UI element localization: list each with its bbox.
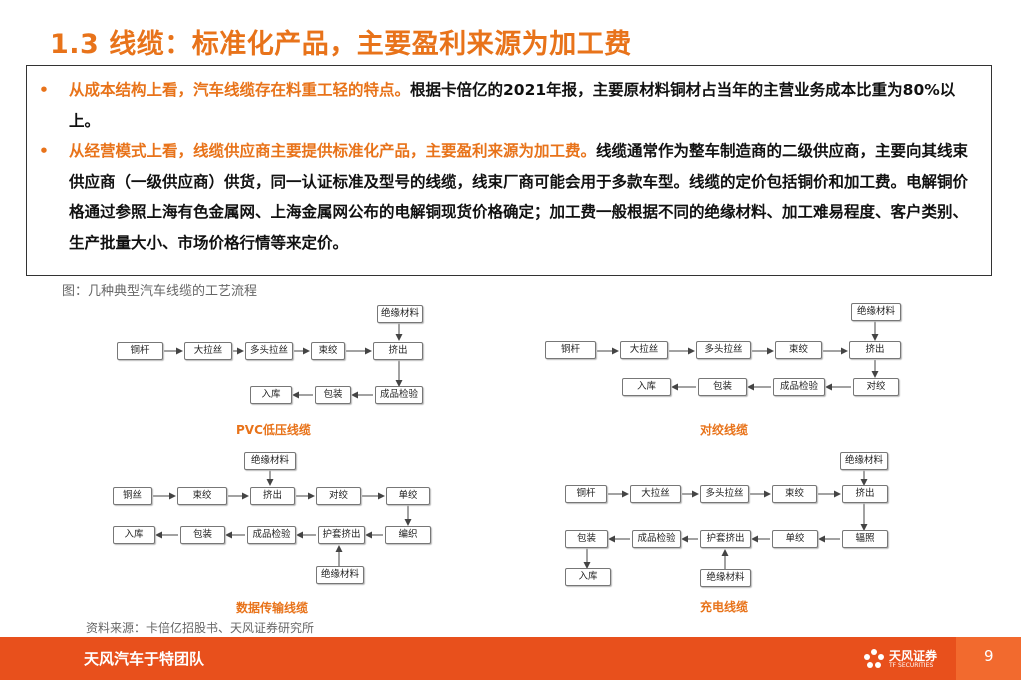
charging-step-rough-drawing: 大拉丝 xyxy=(630,485,681,503)
bullet-body: 根据卡倍亿的2021年报，主要原材料铜材占当年的主营业务成本比重为80%以上。 xyxy=(69,81,956,130)
data-step-packing: 包装 xyxy=(180,526,225,544)
pvc-step-insulation-material: 绝缘材料 xyxy=(377,305,423,323)
charging-step-irradiation: 辐照 xyxy=(842,530,888,548)
charging-step-insulation-material-bottom: 绝缘材料 xyxy=(700,569,751,587)
charging-step-warehousing: 入库 xyxy=(565,568,611,586)
data-step-bunching: 束绞 xyxy=(177,487,227,505)
twisted-step-multi-wire-drawing: 多头拉丝 xyxy=(696,341,751,359)
bullet-marker: • xyxy=(39,81,49,99)
pvc-step-inspection: 成品检验 xyxy=(375,386,423,404)
pinwheel-logo-icon xyxy=(864,649,884,668)
charging-diagram-label: 充电线缆 xyxy=(700,600,749,614)
twisted-step-rough-drawing: 大拉丝 xyxy=(620,341,668,359)
page-number: 9 xyxy=(984,647,994,665)
bullet-highlight: 从经营模式上看，线缆供应商主要提供标准化产品，主要盈利来源为加工费。 xyxy=(69,142,597,160)
charging-step-extrusion: 挤出 xyxy=(842,485,888,503)
twisted-diagram-label: 对绞线缆 xyxy=(700,423,749,437)
twisted-step-copper-rod: 铜杆 xyxy=(545,341,596,359)
twisted-step-warehousing: 入库 xyxy=(622,378,671,396)
data-step-jacket-extrusion: 护套挤出 xyxy=(318,526,365,544)
twisted-step-extrusion: 挤出 xyxy=(849,341,901,359)
pvc-step-rough-drawing: 大拉丝 xyxy=(184,342,232,360)
pvc-step-copper-rod: 铜杆 xyxy=(117,342,163,360)
pvc-step-extrusion: 挤出 xyxy=(373,342,423,360)
data-step-single-twist: 单绞 xyxy=(386,487,430,505)
figure-caption: 图：几种典型汽车线缆的工艺流程 xyxy=(62,284,258,299)
data-diagram-label: 数据传输线缆 xyxy=(236,601,309,615)
charging-step-packing: 包装 xyxy=(565,530,608,548)
data-step-insulation-material-bottom: 绝缘材料 xyxy=(316,566,364,584)
footer-team-name: 天风汽车于特团队 xyxy=(84,650,205,668)
logo-chinese-name: 天风证券 xyxy=(889,649,938,663)
charging-step-bunching: 束绞 xyxy=(772,485,817,503)
source-note: 资料来源：卡倍亿招股书、天风证券研究所 xyxy=(86,621,315,635)
charging-step-copper-rod: 铜杆 xyxy=(565,485,607,503)
company-logo: 天风证券 TF SECURITIES xyxy=(862,645,942,673)
charging-step-insulation-material-top: 绝缘材料 xyxy=(840,452,888,470)
data-step-braiding: 编织 xyxy=(385,526,431,544)
data-step-pair-twisting: 对绞 xyxy=(316,487,361,505)
data-step-copper-wire: 铜丝 xyxy=(113,487,152,505)
twisted-step-inspection: 成品检验 xyxy=(773,378,825,396)
logo-english-name: TF SECURITIES xyxy=(889,662,934,669)
page-number-block xyxy=(956,637,1021,680)
twisted-step-insulation-material: 绝缘材料 xyxy=(851,303,901,321)
pvc-step-multi-wire-drawing: 多头拉丝 xyxy=(245,342,293,360)
data-step-insulation-material-top: 绝缘材料 xyxy=(244,452,296,470)
data-step-warehousing: 入库 xyxy=(113,526,155,544)
charging-step-single-twist: 单绞 xyxy=(772,530,818,548)
bullet-highlight: 从成本结构上看，汽车线缆存在料重工轻的特点。 xyxy=(69,81,411,99)
pvc-step-warehousing: 入库 xyxy=(250,386,292,404)
summary-bullet-2: • 从经营模式上看，线缆供应商主要提供标准化产品，主要盈利来源为加工费。线缆通常… xyxy=(39,136,981,258)
data-step-extrusion: 挤出 xyxy=(250,487,295,505)
charging-step-jacket-extrusion: 护套挤出 xyxy=(700,530,751,548)
twisted-step-packing: 包装 xyxy=(698,378,747,396)
bullet-marker: • xyxy=(39,142,49,160)
footer-bar: 天风汽车于特团队 天风证券 TF SECURITIES 9 xyxy=(0,637,1021,680)
page-title: 1.3 线缆：标准化产品，主要盈利来源为加工费 xyxy=(50,29,632,60)
charging-step-inspection: 成品检验 xyxy=(632,530,681,548)
summary-box: • 从成本结构上看，汽车线缆存在料重工轻的特点。根据卡倍亿的2021年报，主要原… xyxy=(26,65,992,276)
twisted-step-pair-twisting: 对绞 xyxy=(853,378,899,396)
charging-step-multi-wire-drawing: 多头拉丝 xyxy=(700,485,749,503)
pvc-step-packing: 包装 xyxy=(315,386,351,404)
twisted-step-bunching: 束绞 xyxy=(775,341,822,359)
data-step-inspection: 成品检验 xyxy=(247,526,296,544)
summary-bullet-1: • 从成本结构上看，汽车线缆存在料重工轻的特点。根据卡倍亿的2021年报，主要原… xyxy=(39,75,981,136)
bullet-body: 线缆通常作为整车制造商的二级供应商，主要向其线束供应商（一级供应商）供货，同一认… xyxy=(69,142,969,252)
pvc-step-bunching: 束绞 xyxy=(311,342,345,360)
pvc-diagram-label: PVC低压线缆 xyxy=(236,423,311,437)
